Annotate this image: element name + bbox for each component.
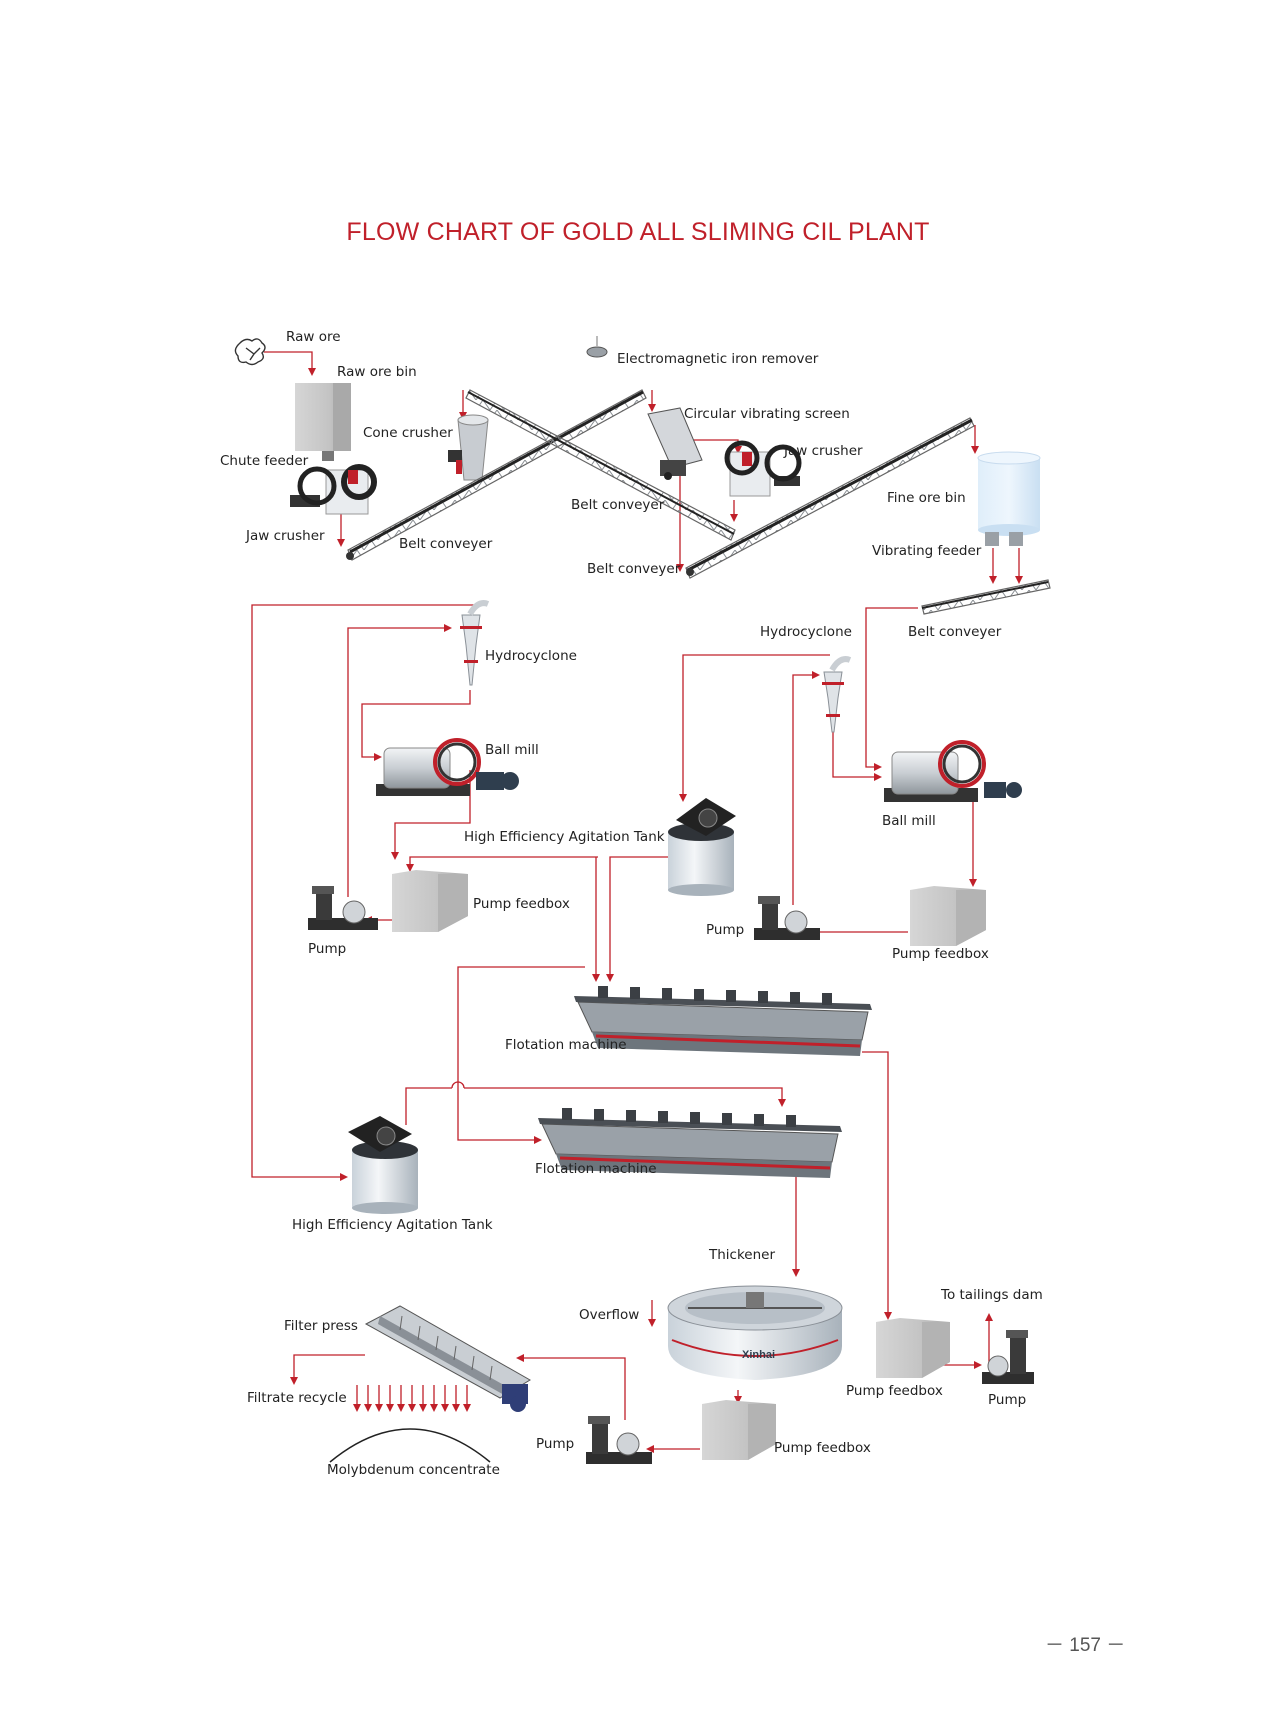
label-molybdenum-concentrate: Molybdenum concentrate bbox=[327, 1462, 500, 1478]
label-pump-feedbox-right: Pump feedbox bbox=[892, 946, 989, 962]
page-number: － 157 － bbox=[1045, 1635, 1126, 1656]
label-ball-mill-left: Ball mill bbox=[485, 742, 539, 758]
label-pump-feedbox-left: Pump feedbox bbox=[473, 896, 570, 912]
label-electromagnetic-iron-remover: Electromagnetic iron remover bbox=[617, 351, 819, 367]
pump-feedbox-icon bbox=[876, 1318, 950, 1378]
slurry-pump-icon bbox=[308, 886, 378, 930]
label-overflow: Overflow bbox=[579, 1307, 640, 1323]
flotation-cell-icon bbox=[574, 986, 872, 1056]
label-to-tailings-dam: To tailings dam bbox=[941, 1287, 1043, 1303]
label-circular-vibrating-screen: Circular vibrating screen bbox=[684, 406, 850, 422]
label-vibrating-feeder: Vibrating feeder bbox=[872, 543, 982, 559]
label-hydrocyclone-left: Hydrocyclone bbox=[485, 648, 577, 664]
hydrocyclone-icon bbox=[822, 656, 852, 733]
label-belt-conveyer-middle: Belt conveyer bbox=[571, 497, 665, 513]
thickener-logo: Xinhai bbox=[742, 1349, 775, 1361]
agitation-tank-icon bbox=[668, 798, 736, 896]
filter-press-icon bbox=[364, 1305, 531, 1412]
hydrocyclone-icon bbox=[460, 600, 490, 686]
ball-mill-icon bbox=[884, 740, 1022, 802]
label-ball-mill-right: Ball mill bbox=[882, 813, 936, 829]
label-raw-ore-bin: Raw ore bin bbox=[337, 364, 417, 380]
page-title: FLOW CHART OF GOLD ALL SLIMING CIL PLANT bbox=[346, 218, 930, 246]
slurry-pump-icon bbox=[982, 1330, 1034, 1384]
label-chute-feeder: Chute feeder bbox=[220, 453, 309, 469]
label-cone-crusher: Cone crusher bbox=[363, 425, 453, 441]
label-filter-press: Filter press bbox=[284, 1318, 358, 1334]
flow-lines bbox=[251, 351, 1023, 1453]
label-agitation-tank-lower: High Efficiency Agitation Tank bbox=[292, 1217, 493, 1233]
label-belt-conveyer-left: Belt conveyer bbox=[399, 536, 493, 552]
label-jaw-crusher-left: Jaw crusher bbox=[246, 528, 325, 544]
hopper-bin-icon bbox=[295, 383, 351, 461]
label-flotation-machine-1: Flotation machine bbox=[505, 1037, 627, 1053]
thickener-icon: Xinhai bbox=[667, 1285, 843, 1380]
slurry-pump-icon bbox=[754, 896, 820, 940]
label-thickener: Thickener bbox=[709, 1247, 776, 1263]
jaw-crusher-icon bbox=[290, 464, 377, 515]
label-filtrate-recycle: Filtrate recycle bbox=[247, 1390, 347, 1406]
cone-crusher-icon bbox=[448, 414, 489, 481]
label-pump-feedbox-thickener: Pump feedbox bbox=[774, 1440, 871, 1456]
jaw-crusher-icon bbox=[724, 440, 802, 497]
ball-mill-icon bbox=[376, 738, 519, 796]
concentrate-pile-icon bbox=[329, 1428, 491, 1463]
slurry-pump-icon bbox=[586, 1416, 652, 1464]
label-jaw-crusher-right: Jaw crusher bbox=[784, 443, 863, 459]
truss-belt-conveyor-icon bbox=[921, 579, 1051, 615]
label-pump-tailings: Pump bbox=[988, 1392, 1027, 1408]
truss-belt-conveyor-icon bbox=[685, 417, 975, 579]
label-agitation-tank-upper: High Efficiency Agitation Tank bbox=[464, 829, 665, 845]
label-flotation-machine-2: Flotation machine bbox=[535, 1161, 657, 1177]
vibrating-screen-icon bbox=[647, 407, 703, 480]
pump-feedbox-icon bbox=[910, 886, 986, 946]
label-fine-ore-bin: Fine ore bin bbox=[887, 490, 966, 506]
fine-ore-bin-icon bbox=[977, 451, 1041, 546]
pump-feedbox-icon bbox=[702, 1400, 776, 1460]
rock-cluster-icon bbox=[234, 338, 266, 366]
agitation-tank-icon bbox=[348, 1116, 418, 1214]
label-raw-ore: Raw ore bbox=[286, 329, 341, 345]
flotation-cell-icon bbox=[538, 1108, 842, 1178]
label-belt-conveyer-right: Belt conveyer bbox=[908, 624, 1002, 640]
pump-feedbox-icon bbox=[392, 870, 468, 932]
label-pump-feedbox-tailings: Pump feedbox bbox=[846, 1383, 943, 1399]
truss-belt-conveyor-icon bbox=[465, 389, 736, 541]
truss-belt-conveyor-icon bbox=[346, 389, 647, 561]
label-pump-left: Pump bbox=[308, 941, 347, 957]
label-hydrocyclone-right: Hydrocyclone bbox=[760, 624, 852, 640]
label-pump-thickener: Pump bbox=[536, 1436, 575, 1452]
label-pump-right: Pump bbox=[706, 922, 745, 938]
label-belt-conveyer-lower: Belt conveyer bbox=[587, 561, 681, 577]
electromagnet-icon bbox=[586, 336, 608, 358]
